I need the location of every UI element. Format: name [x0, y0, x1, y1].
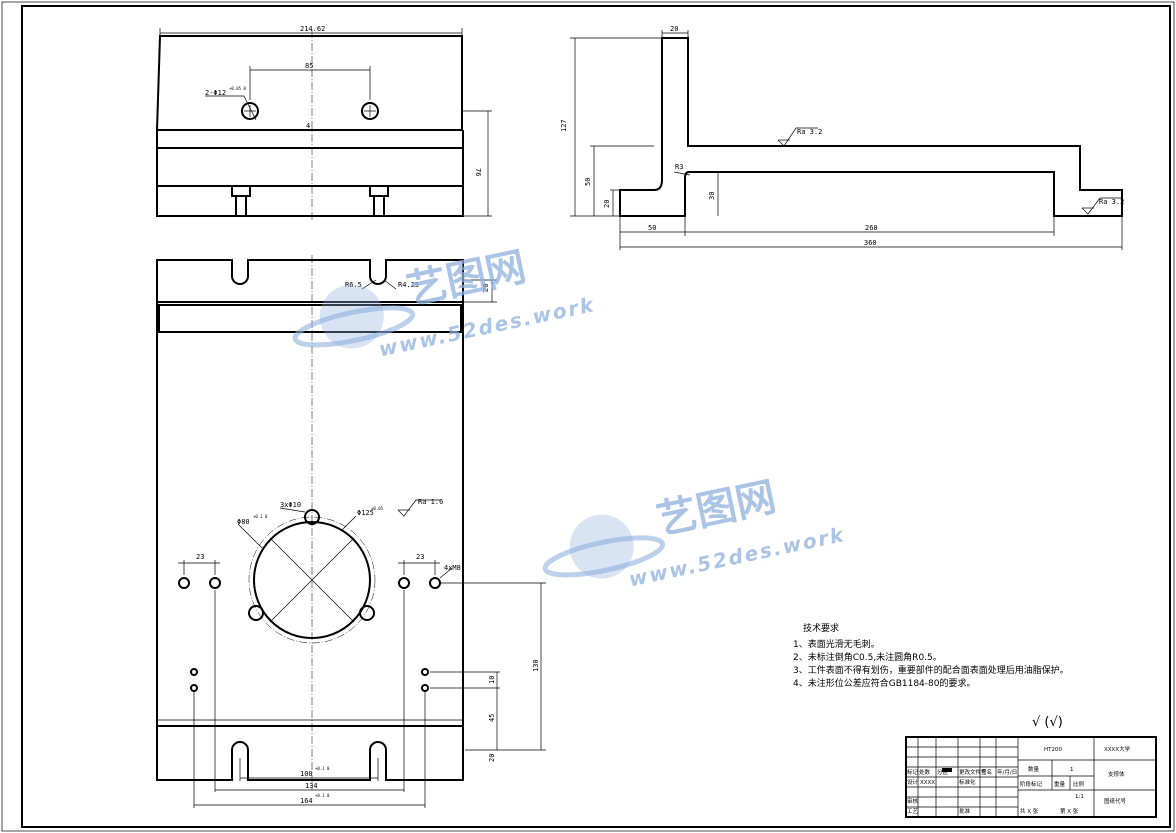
tb-drawing-no-label: 图纸代号: [1104, 797, 1127, 805]
plan-view: [156, 255, 546, 808]
watermark-cn-lower: 艺图网: [653, 474, 780, 544]
dim-r-large: R4.25: [398, 281, 419, 289]
tech-req-item-4: 4、未注形位公差应符合GB1184-80的要求。: [793, 677, 975, 689]
tech-req-item-3: 3、工件表面不得有划伤，重要部件的配合面表面处理后用油脂保护。: [793, 664, 1069, 676]
tb-qty-label: 数量: [1028, 765, 1040, 773]
roughness-general: √ (√): [1032, 715, 1063, 730]
tb-weight-label: 重量: [1054, 780, 1066, 788]
tb-designer-label: 设计: [907, 778, 919, 786]
dim-small: 4: [306, 122, 310, 130]
dim-total-height: 127: [560, 119, 568, 132]
tb-sheets: 共 X 张: [1020, 807, 1039, 815]
tb-mark-label: 标记: [907, 768, 919, 776]
dim-bolt-holes: 3xΦ10: [280, 501, 301, 509]
dim-fillet: R3: [675, 163, 683, 171]
tb-scale: 1:1: [1075, 794, 1084, 800]
dim-pitch-right: 23: [416, 553, 424, 561]
dim-width-164: 164: [300, 797, 313, 805]
side-view: [570, 30, 1123, 250]
roughness-plan: Ra 1.6: [418, 498, 443, 506]
dim-slot-depth: 20: [482, 284, 490, 292]
tb-material: HT200: [1044, 747, 1062, 753]
dim-inner-height: 30: [708, 192, 716, 200]
dim-bore: Φ80: [237, 518, 250, 526]
dim-d45: 45: [488, 714, 496, 722]
dim-foot-height: 20: [603, 200, 611, 208]
dim-height: 76: [474, 168, 482, 176]
dim-pitch-left: 23: [196, 553, 204, 561]
dim-hole-spacing: 85: [305, 62, 313, 70]
dim-hole-spec: 2-Φ12: [205, 89, 226, 97]
dim-len-mid: 260: [865, 224, 878, 232]
tb-part-name: 支撑体: [1108, 770, 1125, 778]
dim-mid-height: 50: [584, 178, 592, 186]
tb-approve-label: 批准: [959, 807, 971, 815]
tb-school: XXXX大学: [1104, 745, 1131, 753]
tech-req-item-1: 1、表面光滑无毛刺。: [793, 638, 880, 650]
watermark-lower: 艺图网 www.52des.work: [542, 474, 847, 591]
tb-sheet: 第 X 张: [1060, 807, 1079, 815]
tb-standard-label: 标准化: [959, 778, 976, 786]
tb-zone-label: 分区: [937, 768, 949, 776]
tb-designer: XXXX: [920, 780, 935, 786]
tech-req-title: 技术要求: [803, 622, 839, 634]
tb-qty: 1: [1070, 767, 1074, 773]
dim-r-small: R6.5: [345, 281, 362, 289]
dim-width-134: 134: [305, 782, 318, 790]
dim-len-left: 50: [648, 224, 656, 232]
dim-bore-tol: +0.1 0: [253, 514, 268, 519]
dim-circle-tol: ±0.05: [371, 506, 384, 511]
inner-border: [21, 5, 1171, 828]
tb-stage-label: 阶段标记: [1020, 780, 1043, 788]
watermark-cn-upper: 艺图网: [403, 244, 530, 314]
tb-sign-label: 签名: [981, 768, 992, 776]
tb-change-label: 更改文件号: [959, 768, 987, 776]
dim-len-total: 360: [864, 239, 877, 247]
tb-scale-label: 比例: [1073, 780, 1085, 788]
dim-d10: 10: [488, 676, 496, 684]
dim-tapped: 4xM8: [444, 564, 461, 572]
roughness-top: Ra 3.2: [797, 128, 822, 136]
dim-overall-width: 214.62: [300, 25, 325, 33]
title-block: [905, 736, 1157, 818]
dim-width-164-tol: +0.1 0: [315, 793, 330, 798]
dim-width-100-tol: +0.1 0: [315, 766, 330, 771]
dim-circle: Φ125: [357, 509, 374, 517]
tb-count-label: 处数: [919, 768, 931, 776]
tb-date-label: 年/月/日: [997, 768, 1017, 776]
tb-process-label: 工艺: [907, 808, 919, 815]
tb-review-label: 审核: [907, 797, 919, 805]
roughness-right: Ra 3.2: [1099, 198, 1124, 206]
dim-top-width: 20: [670, 25, 678, 33]
dim-width-100: 100: [300, 770, 313, 778]
tech-req-item-2: 2、未标注倒角C0.5,未注圆角R0.5。: [793, 651, 942, 663]
dim-hole-tol: +0.05 0: [229, 86, 246, 91]
dim-height-130: 130: [532, 659, 540, 672]
dim-d20: 20: [488, 754, 496, 762]
top-view: [155, 28, 492, 220]
watermark-upper: 艺图网 www.52des.work: [292, 244, 597, 361]
